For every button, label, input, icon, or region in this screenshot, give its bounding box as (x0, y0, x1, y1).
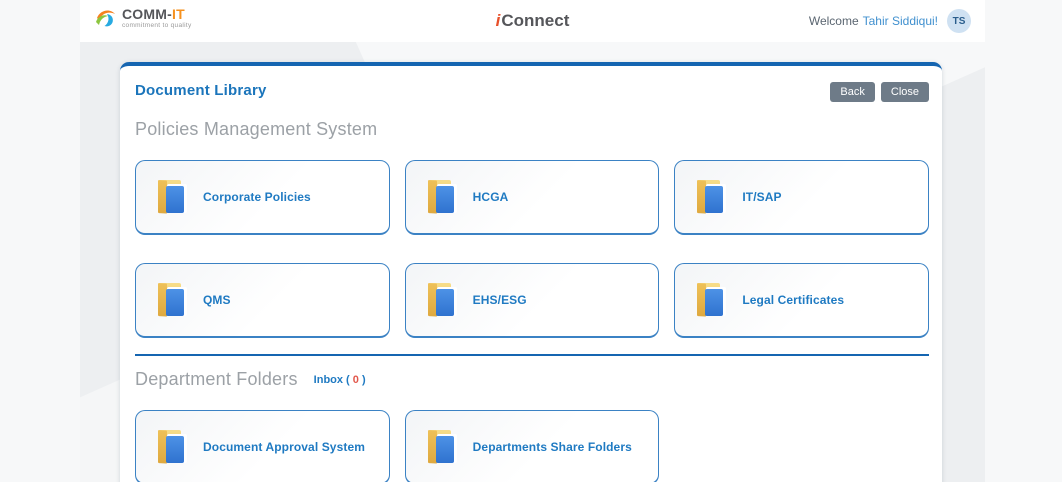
brand-name: COMM-IT (122, 5, 185, 22)
folder-icon (693, 280, 731, 320)
folder-icon (154, 177, 192, 217)
comm-it-logo-text: COMM-IT commitment to quality (122, 7, 192, 30)
folder-label: Legal Certificates (742, 293, 845, 307)
folder-label: QMS (203, 293, 231, 307)
folder-label: Departments Share Folders (472, 440, 632, 454)
user-name: Tahir Siddiqui! (862, 14, 938, 28)
comm-it-logo-icon (94, 7, 118, 36)
folder-icon (154, 280, 192, 320)
back-button[interactable]: Back (830, 82, 875, 102)
folder-card-corporate-policies[interactable]: Corporate Policies (135, 160, 390, 235)
folder-label: HCGA (472, 190, 509, 204)
policies-folder-grid: Corporate Policies HCGA IT/SAP QMS EHS/E… (135, 160, 929, 338)
folder-card-departments-share-folders[interactable]: Departments Share Folders (404, 410, 660, 482)
card-header: Document Library Back Close (135, 82, 929, 102)
welcome-label: Welcome (808, 14, 859, 28)
document-library-card: Document Library Back Close Policies Man… (120, 62, 942, 482)
folder-icon (424, 427, 462, 467)
close-button[interactable]: Close (880, 82, 929, 102)
main-area: Document Library Back Close Policies Man… (80, 42, 985, 482)
folder-icon (154, 427, 192, 467)
welcome-area: Welcome Tahir Siddiqui! TS (809, 9, 971, 33)
card-title: Document Library (135, 82, 267, 99)
folder-icon (424, 177, 462, 217)
comm-it-logo[interactable]: COMM-IT commitment to quality (94, 7, 192, 36)
folder-label: IT/SAP (742, 190, 782, 204)
section-divider (135, 354, 929, 356)
folder-label: Document Approval System (203, 440, 365, 454)
user-avatar[interactable]: TS (947, 9, 971, 33)
card-header-buttons: Back Close (830, 82, 929, 102)
folder-card-hcga[interactable]: HCGA (404, 160, 660, 235)
department-folders-row: Department Folders Inbox ( 0 ) (135, 369, 929, 390)
folder-label: EHS/ESG (472, 293, 527, 307)
folder-card-it-sap[interactable]: IT/SAP (674, 160, 929, 235)
folder-icon (693, 177, 731, 217)
folder-icon (424, 280, 462, 320)
folder-card-legal-certificates[interactable]: Legal Certificates (674, 263, 929, 338)
folder-card-document-approval-system[interactable]: Document Approval System (135, 410, 390, 482)
folder-card-ehs-esg[interactable]: EHS/ESG (404, 263, 660, 338)
section-heading-departments: Department Folders (135, 369, 298, 389)
inbox-link[interactable]: Inbox ( 0 ) (313, 373, 366, 386)
brand-tagline: commitment to quality (122, 21, 192, 29)
section-heading-policies: Policies Management System (135, 119, 378, 139)
inbox-count: 0 (352, 373, 359, 386)
folder-label: Corporate Policies (203, 190, 311, 204)
folder-card-qms[interactable]: QMS (135, 263, 390, 338)
departments-folder-grid: Document Approval System Departments Sha… (135, 410, 929, 482)
